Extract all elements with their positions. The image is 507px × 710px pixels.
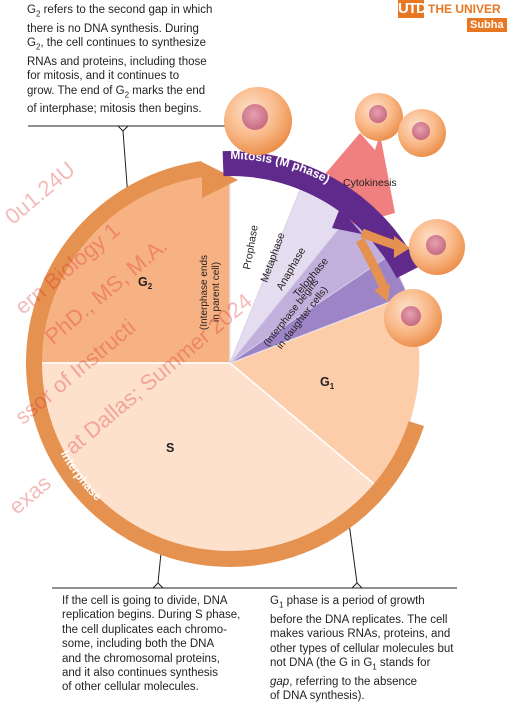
s-phase-caption: If the cell is going to divide, DNA repli… [62,594,272,695]
g1-caption-line: gap, referring to the absence [270,675,418,688]
g1-caption-line: of DNA synthesis). [270,690,365,703]
s-caption-line: and the chromosomal proteins, [62,652,220,665]
interphase-arrowhead [202,162,238,198]
g2-label: G2 [138,275,153,291]
mitosis-arrowhead [332,208,362,234]
daughter-cell-lower [384,289,442,347]
daughter-arrowhead-upper [394,236,410,258]
daughter-arrowhead-lower [374,284,390,302]
g1-caption-line: other types of cellular molecules but [270,642,454,655]
dividing-cell [355,93,446,157]
daughter-cell-upper [409,219,465,275]
mitosis-band [222,150,419,279]
s-caption-line: If the cell is going to divide, DNA [62,595,228,607]
g1-caption-line: G1 phase is a period of growth [270,595,425,610]
g2-caption-line: of interphase; mitosis then begins. [27,103,202,116]
parent-cell [224,87,292,155]
g2-caption-line: grow. The end of G2 marks the end [27,84,206,99]
s-caption-line: some, including both the DNA [62,638,215,651]
s-caption-line: of other cellular molecules. [62,681,199,694]
g2-caption: G2 refers to the second gap in which ther… [27,3,237,117]
g2-caption-line: G2 refers to the second gap in which [27,4,213,19]
university-logo: UTD THE UNIVER Subha [398,0,507,34]
s-caption-line: the cell duplicates each chromo- [62,623,227,636]
s-caption-line: and it also continues synthesis [62,667,218,680]
utd-logo-mark: UTD [398,0,427,18]
interphase-ends-label-line1: (Interphase ends [199,255,210,330]
cytokinesis-label: Cytokinesis [343,177,397,189]
s-caption-line: replication begins. During S phase, [62,609,241,622]
g1-caption-line: not DNA (the G in G1 stands for [270,656,431,672]
cytokinesis-arrow [320,133,395,226]
s-label: S [166,441,174,455]
logo-subtext: Subha [467,18,507,32]
g1-caption: G1 phase is a period of growth before th… [270,594,470,703]
g1-caption-line: before the DNA replicates. The cell [270,613,448,626]
interphase-ends-label-line2: in parent cell) [211,262,222,322]
logo-text: THE UNIVER [428,2,501,16]
g1-caption-line: makes various RNAs, proteins, and [270,628,451,641]
interphase-arrow [26,160,425,567]
g2-caption-line: G2, the cell continues to synthesize [27,37,206,52]
g2-caption-line: RNAs and proteins, including those [27,55,207,68]
g1-label: G1 [320,375,335,391]
g2-caption-line: there is no DNA synthesis. During [27,22,199,35]
daughter-arrow-lower [356,237,389,290]
g2-caption-line: for mitosis, and it continues to [27,70,180,83]
